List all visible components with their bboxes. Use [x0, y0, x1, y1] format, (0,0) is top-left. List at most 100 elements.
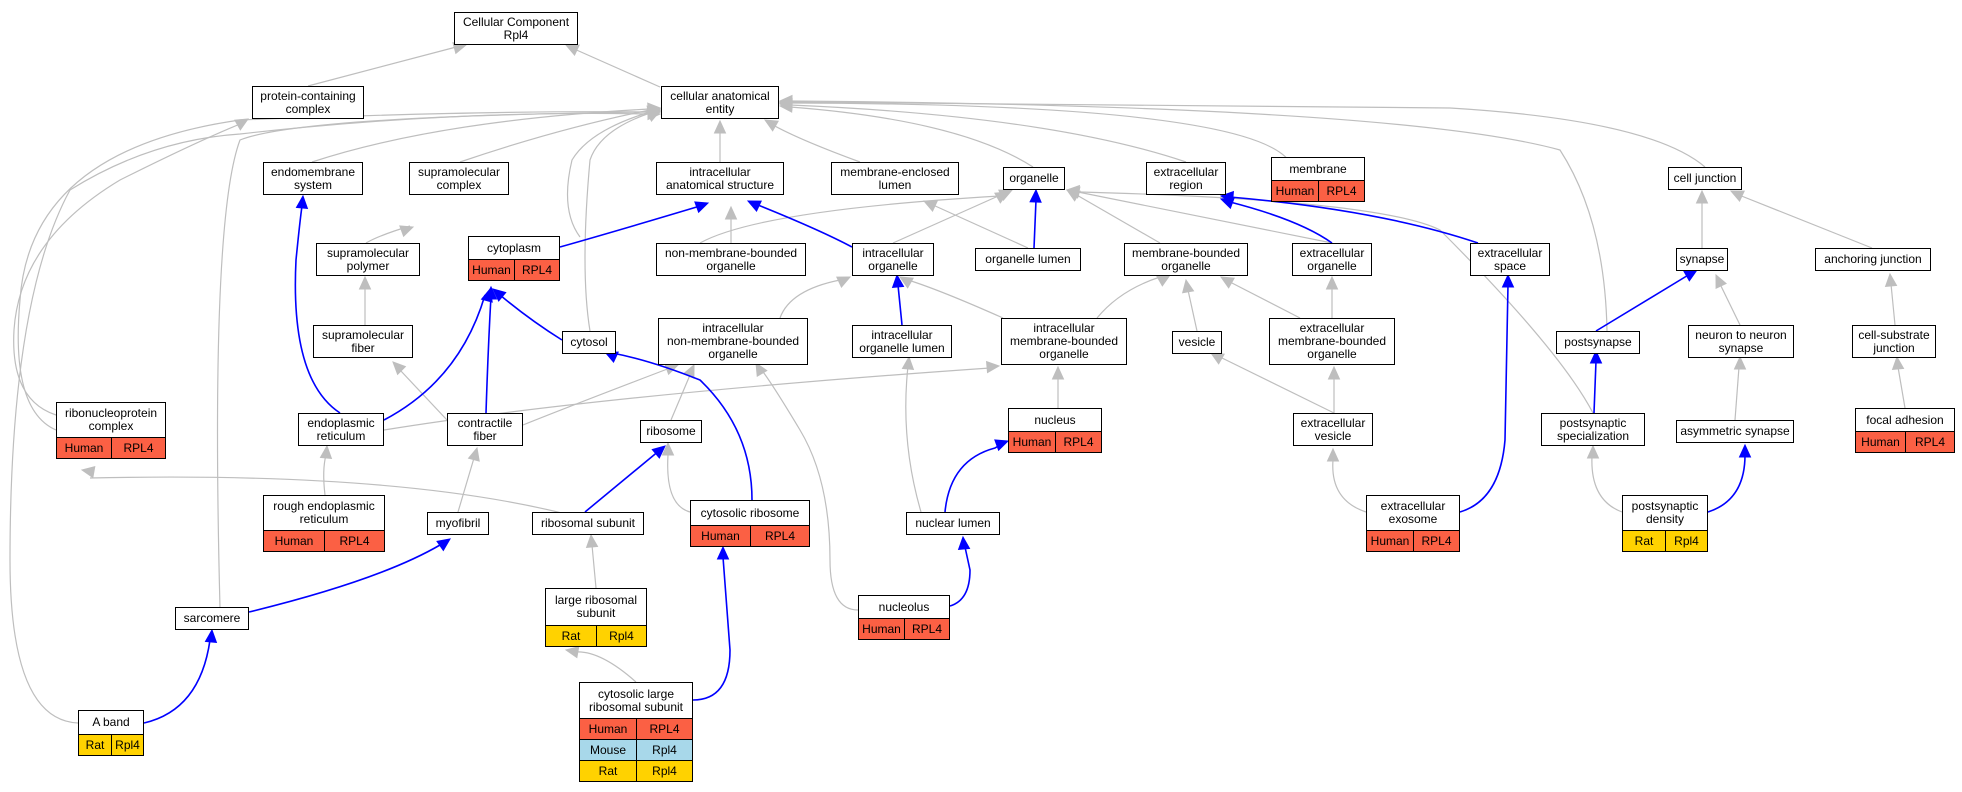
node-cell-junction[interactable]: cell junction [1668, 167, 1742, 190]
gene-tag: Rpl4 [636, 739, 693, 761]
node-rough-er[interactable]: rough endoplasmic reticulum [263, 495, 385, 531]
edge-gray [1890, 283, 1896, 326]
edge-arrowhead [1219, 276, 1235, 289]
edge-arrowhead [755, 361, 768, 377]
species-tag: Human [263, 530, 325, 552]
node-cytosolic-ribosome[interactable]: cytosolic ribosome [690, 500, 810, 526]
node-membrane-bounded-organelle[interactable]: membrane-bounded organelle [1124, 243, 1248, 276]
node-extracellular-region[interactable]: extracellular region [1146, 162, 1226, 195]
edge-blue [1595, 273, 1691, 332]
edge-gray [759, 367, 859, 611]
node-supramolecular-fiber[interactable]: supramolecular fiber [313, 325, 413, 358]
node-endoplasmic-reticulum[interactable]: endoplasmic reticulum [298, 413, 384, 446]
edge-arrowhead [564, 44, 580, 56]
node-endomembrane-system[interactable]: endomembrane system [263, 162, 363, 195]
species-tag: Mouse [579, 739, 637, 761]
node-cc-root[interactable]: Cellular Component Rpl4 [454, 12, 578, 45]
edge-arrowhead [467, 446, 480, 462]
node-synapse[interactable]: synapse [1676, 248, 1728, 271]
edge-gray [9, 112, 651, 724]
node-large-ribosomal-subunit[interactable]: large ribosomal subunit [545, 588, 647, 626]
edge-blue [499, 294, 563, 341]
edge-arrowhead [319, 444, 333, 459]
edge-gray [584, 112, 651, 332]
node-extracellular-exosome[interactable]: extracellular exosome [1366, 495, 1460, 531]
edge-arrowhead [957, 535, 971, 550]
node-cellular-anatomical-entity[interactable]: cellular anatomical entity [661, 86, 779, 119]
node-a-band[interactable]: A band [78, 710, 144, 735]
node-neuron-to-neuron-synapse[interactable]: neuron to neuron synapse [1688, 325, 1794, 358]
species-tag: Human [579, 718, 637, 740]
edge-arrowhead [1729, 190, 1745, 202]
edge-arrowhead [1209, 352, 1225, 365]
node-extracellular-mb-organelle[interactable]: extracellular membrane-bounded organelle [1269, 318, 1395, 365]
edge-arrowhead [392, 361, 407, 376]
node-asymmetric-synapse[interactable]: asymmetric synapse [1676, 420, 1794, 443]
node-supramolecular-polymer[interactable]: supramolecular polymer [316, 243, 420, 276]
edge-gray [789, 102, 1291, 163]
node-organelle-lumen[interactable]: organelle lumen [975, 248, 1081, 271]
node-cytoplasm[interactable]: cytoplasm [468, 236, 560, 260]
node-nucleus[interactable]: nucleus [1008, 408, 1102, 432]
node-ribonucleoprotein-complex[interactable]: ribonucleoprotein complex [56, 402, 166, 438]
edge-arrowhead [492, 288, 507, 302]
edge-arrowhead [998, 189, 1014, 201]
node-ribosome[interactable]: ribosome [640, 420, 702, 443]
edge-arrowhead [1156, 274, 1172, 287]
edge-arrowhead [80, 465, 96, 479]
node-non-membrane-bounded-organelle[interactable]: non-membrane-bounded organelle [656, 243, 806, 276]
edge-blue [692, 556, 731, 701]
node-membrane[interactable]: membrane [1271, 157, 1365, 181]
species-tag: Rat [78, 734, 112, 756]
node-postsynapse[interactable]: postsynapse [1556, 331, 1640, 354]
gene-tag: Rpl4 [1665, 530, 1708, 552]
node-extracellular-organelle[interactable]: extracellular organelle [1292, 243, 1372, 276]
node-cytosolic-large-ribosomal-subunit[interactable]: cytosolic large ribosomal subunit [579, 682, 693, 719]
gene-tag: RPL4 [750, 525, 810, 547]
node-organelle[interactable]: organelle [1003, 167, 1065, 190]
node-intracellular-organelle-lumen[interactable]: intracellular organelle lumen [852, 325, 952, 358]
node-sarcomere[interactable]: sarcomere [175, 607, 249, 630]
node-intracellular-mb-organelle[interactable]: intracellular membrane-bounded organelle [1001, 318, 1127, 365]
edge-arrowhead [1065, 184, 1080, 198]
node-ribosomal-subunit[interactable]: ribosomal subunit [532, 512, 644, 535]
node-postsynaptic-specialization[interactable]: postsynaptic specialization [1541, 413, 1645, 446]
node-protein-containing-complex[interactable]: protein-containing complex [252, 86, 364, 119]
node-extracellular-space[interactable]: extracellular space [1470, 243, 1550, 276]
edge-blue [485, 295, 492, 414]
node-nucleolus[interactable]: nucleolus [858, 595, 950, 619]
node-intracellular-nmb-organelle[interactable]: intracellular non-membrane-bounded organ… [658, 318, 808, 365]
node-vesicle[interactable]: vesicle [1172, 331, 1222, 354]
node-membrane-enclosed-lumen[interactable]: membrane-enclosed lumen [831, 162, 959, 195]
edge-gray [1187, 289, 1198, 332]
gene-tag: RPL4 [636, 718, 693, 740]
edge-gray [1734, 366, 1740, 421]
node-cell-substrate-junction[interactable]: cell-substrate junction [1852, 325, 1936, 358]
edge-arrowhead [647, 107, 662, 121]
node-supramolecular-complex[interactable]: supramolecular complex [409, 162, 509, 195]
edge-arrowhead [716, 545, 730, 560]
gene-tag: Rpl4 [111, 734, 144, 756]
gene-tag: RPL4 [1413, 530, 1460, 552]
node-anchoring-junction[interactable]: anchoring junction [1815, 248, 1931, 271]
node-postsynaptic-density[interactable]: postsynaptic density [1622, 495, 1708, 531]
node-myofibril[interactable]: myofibril [427, 512, 489, 535]
edge-blue [584, 449, 661, 513]
gene-tag: RPL4 [1905, 431, 1955, 453]
edge-arrowhead [1029, 188, 1042, 203]
edge-gray [667, 454, 691, 513]
edge-gray [789, 104, 1187, 163]
node-focal-adhesion[interactable]: focal adhesion [1855, 408, 1955, 432]
node-contractile-fiber[interactable]: contractile fiber [447, 413, 523, 446]
node-nuclear-lumen[interactable]: nuclear lumen [906, 512, 1000, 535]
edge-gray [566, 111, 651, 238]
edge-arrowhead [295, 194, 309, 209]
node-cytosol[interactable]: cytosol [562, 331, 616, 354]
node-extracellular-vesicle[interactable]: extracellular vesicle [1293, 413, 1373, 446]
edge-arrowhead [564, 645, 580, 659]
edge-arrowhead [436, 538, 451, 552]
node-intracellular-anatomical-structure[interactable]: intracellular anatomical structure [656, 162, 784, 195]
node-intracellular-organelle[interactable]: intracellular organelle [852, 243, 934, 276]
edge-blue [1033, 199, 1037, 249]
